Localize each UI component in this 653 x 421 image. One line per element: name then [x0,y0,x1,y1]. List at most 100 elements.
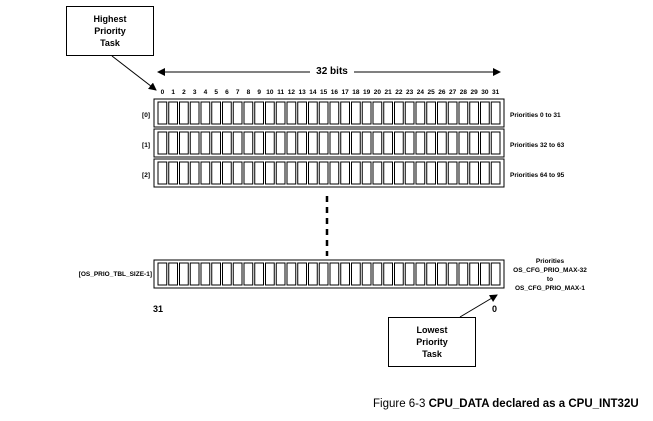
row-range-last: Priorities OS_CFG_PRIO_MAX-32 to OS_CFG_… [500,257,600,293]
bit-number: 0 [160,89,165,96]
highest-line-1: Highest [93,14,127,24]
bit-cell [308,131,318,155]
bit-number: 9 [257,89,261,96]
bit-cell [168,262,178,286]
bit-cell [200,131,211,155]
bit-cell [168,131,178,155]
bit-cell [243,131,254,155]
axis-right-label: 0 [492,304,498,314]
bit-cell [383,101,393,125]
highest-line-3: Task [100,38,120,48]
bit-cell [297,161,307,185]
bit-cell [469,131,479,155]
bit-number: 16 [330,89,338,96]
bit-cell [211,262,221,286]
bit-number: 18 [352,89,360,96]
bit-cell [265,131,275,155]
bit-cell [490,101,501,125]
bit-number: 13 [298,89,306,96]
bit-cell [447,262,458,286]
bit-cell [318,101,329,125]
bit-number: 30 [481,89,489,96]
bit-cell [469,262,479,286]
row-index-last: [OS_PRIO_TBL_SIZE-1] [78,271,152,278]
lowest-line-1: Lowest [416,325,448,335]
bit-cell [211,161,221,185]
bit-cell [490,131,501,155]
bit-number: 4 [203,89,208,96]
figure-caption: Figure 6-3 CPU_DATA declared as a CPU_IN… [373,398,639,410]
bit-cell [179,101,189,125]
bit-cell [200,262,211,286]
bit-cell [286,262,297,286]
bit-cell [415,262,426,286]
bit-cell [426,262,436,286]
bit-number: 7 [235,89,240,96]
bit-cell [243,161,254,185]
bit-cell [340,262,350,286]
bit-cell [232,161,243,185]
bit-row-frame [153,158,505,188]
bit-cell [361,131,372,155]
row-index-2: [2] [142,172,150,179]
bit-cell [329,131,340,155]
bit-cell [297,262,307,286]
bit-cell [318,262,329,286]
bit-number: 22 [395,89,403,96]
bit-cell [480,131,490,155]
bit-number: 11 [277,89,285,96]
bit-cell [286,101,297,125]
bit-cell [189,161,200,185]
lowest-line-2: Priority [416,337,448,347]
bit-cell [243,101,254,125]
bit-cell [480,262,490,286]
bit-number: 12 [287,89,295,96]
bit-cell [275,161,286,185]
caption-prefix: Figure 6-3 [373,398,429,410]
highest-callout-arrow [111,55,157,91]
bit-row-frame [153,98,505,128]
bit-cell [361,101,372,125]
bit-cell [404,101,415,125]
bit-number: 25 [427,89,435,96]
bit-cell [426,161,436,185]
bit-cell [490,161,501,185]
bit-cell [340,101,350,125]
bit-number: 5 [214,89,218,96]
bit-number: 26 [438,89,446,96]
bit-cell [232,131,243,155]
bit-cell [275,262,286,286]
bit-cell [318,161,329,185]
bit-number: 15 [320,89,328,96]
bit-cell [308,101,318,125]
bit-number: 27 [449,89,457,96]
bit-cell [232,101,243,125]
bit-number: 23 [406,89,414,96]
bit-cell [200,161,211,185]
bit-cell [157,262,168,286]
bit-cell [437,131,447,155]
bit-cell [480,161,490,185]
bit-row-frame [153,259,505,289]
bit-cell [297,131,307,155]
bit-cell [458,161,469,185]
bit-cell [179,131,189,155]
bit-cell [469,101,479,125]
bit-number: 1 [171,89,175,96]
bit-cell [211,101,221,125]
bit-cell [157,101,168,125]
bit-number: 8 [246,89,251,96]
bit-cell [168,101,178,125]
bit-cell [265,262,275,286]
bit-cell [372,161,383,185]
bit-cell [404,262,415,286]
bit-number: 14 [309,89,317,96]
bit-cell [437,101,447,125]
bit-cell [179,161,189,185]
bit-cell [340,161,350,185]
bit-cell [254,161,264,185]
bit-number: 28 [459,89,467,96]
bit-cell [254,101,264,125]
bit-cell [265,161,275,185]
